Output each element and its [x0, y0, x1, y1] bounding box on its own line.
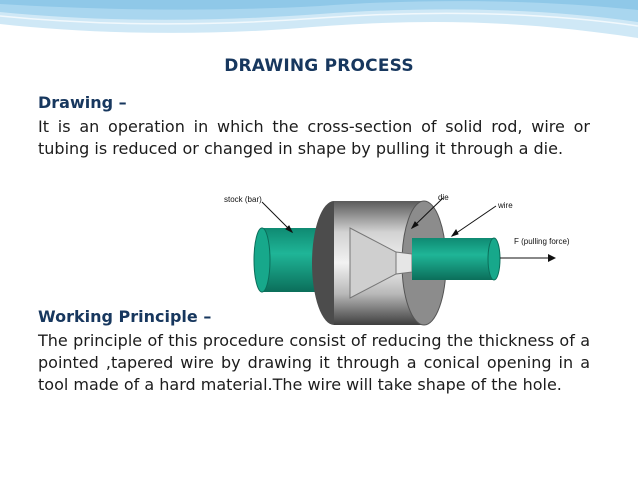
- working-principle-text: The principle of this procedure consist …: [38, 331, 590, 394]
- wire-label: wire: [497, 201, 513, 210]
- stock-bar-label: stock (bar): [224, 195, 262, 204]
- die-label: die: [438, 193, 449, 202]
- drawing-definition-text: It is an operation in which the cross-se…: [38, 117, 590, 158]
- wire-drawing-diagram: stock (bar) die wire F (pulling force): [224, 193, 570, 326]
- pulling-force-label: F (pulling force): [514, 237, 570, 246]
- drawing-heading: Drawing –: [38, 93, 127, 112]
- drawn-wire: [412, 237, 501, 281]
- pulling-force-arrow: [500, 254, 556, 262]
- wave-header-decoration: [0, 0, 638, 41]
- working-principle-heading: Working Principle –: [38, 307, 212, 326]
- slide-title: DRAWING PROCESS: [224, 56, 414, 76]
- label-pointers: [261, 197, 497, 237]
